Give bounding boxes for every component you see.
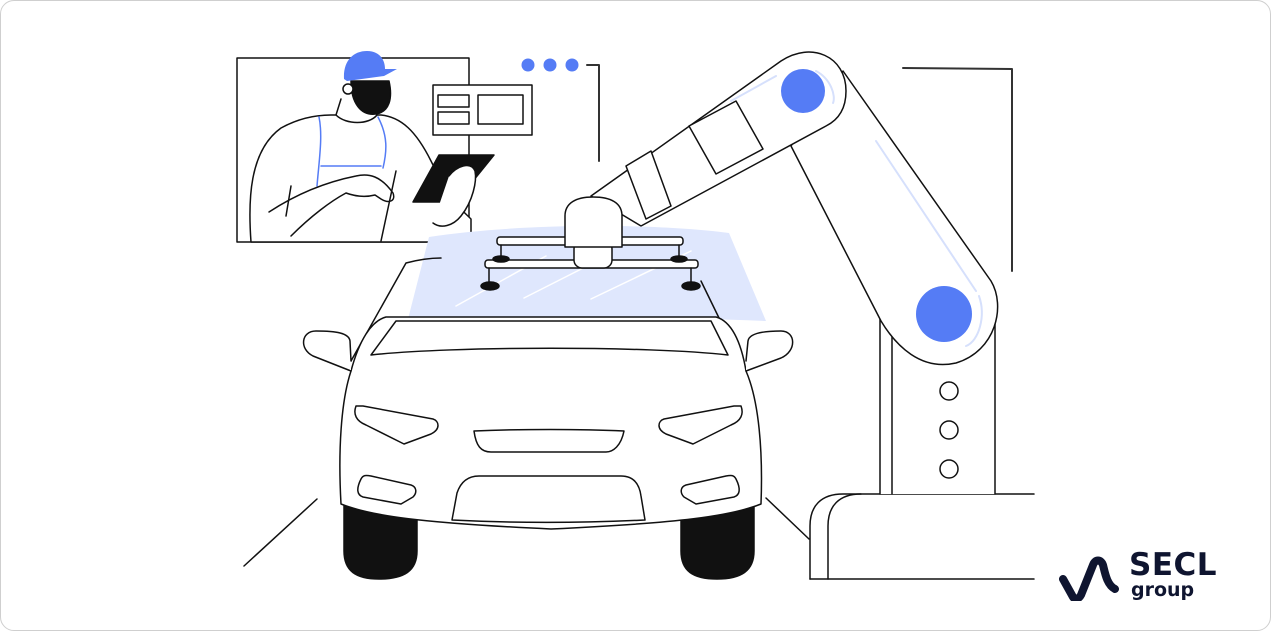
foglight-left: [357, 474, 417, 505]
decor-bracket-top: [586, 64, 600, 162]
suction-gripper: [480, 196, 701, 291]
robot-joint-lower: [916, 286, 972, 342]
worker-scene: [236, 51, 495, 243]
wheel-left: [343, 500, 418, 580]
headlight-right: [658, 405, 743, 445]
windshield-glass: [407, 225, 766, 323]
floor-line-right: [765, 497, 810, 540]
foglight-right: [680, 474, 740, 505]
secl-group-logo[interactable]: SECL group: [1059, 547, 1249, 605]
robot-upper-arm: [590, 51, 847, 227]
car-front: [302, 257, 794, 580]
control-panel: [432, 84, 533, 136]
robot-lower-arm: [790, 70, 999, 366]
grille-lower: [451, 475, 646, 523]
brand-subtitle: group: [1131, 579, 1195, 601]
wheel-right: [680, 500, 755, 580]
grille-upper: [473, 428, 625, 453]
headlight-left: [354, 405, 439, 445]
brand-name: SECL: [1129, 547, 1218, 583]
status-dots-icon: [521, 58, 579, 72]
decor-bracket-right: [902, 67, 1013, 272]
mirror-left: [302, 330, 352, 372]
robot-indicator-lights: [939, 381, 959, 479]
mirror-right: [745, 330, 794, 372]
floor-line-left: [243, 498, 318, 567]
secl-wave-icon: [1059, 556, 1119, 601]
robot-joint-upper: [781, 69, 825, 113]
